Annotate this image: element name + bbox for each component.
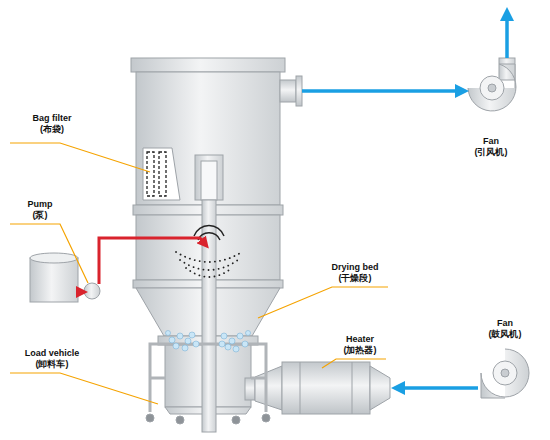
part-label: (卸料车) — [36, 359, 69, 370]
part-label: (加热器) — [344, 345, 377, 356]
part-label: Load vehicle — [25, 348, 80, 359]
part-label: Bag filter — [32, 113, 71, 124]
part-label: (鼓风机) — [489, 329, 522, 340]
part-label: (泵) — [33, 210, 48, 221]
part-label: (布袋) — [40, 124, 64, 135]
part-label: (引风机) — [475, 147, 508, 158]
part-label: Drying bed — [331, 262, 378, 273]
part-label: Pump — [27, 199, 52, 210]
part-label: (干燥段) — [339, 273, 372, 284]
part-label: Fan — [483, 136, 499, 147]
part-label: Fan — [497, 318, 513, 329]
part-label: Heater — [346, 334, 374, 345]
